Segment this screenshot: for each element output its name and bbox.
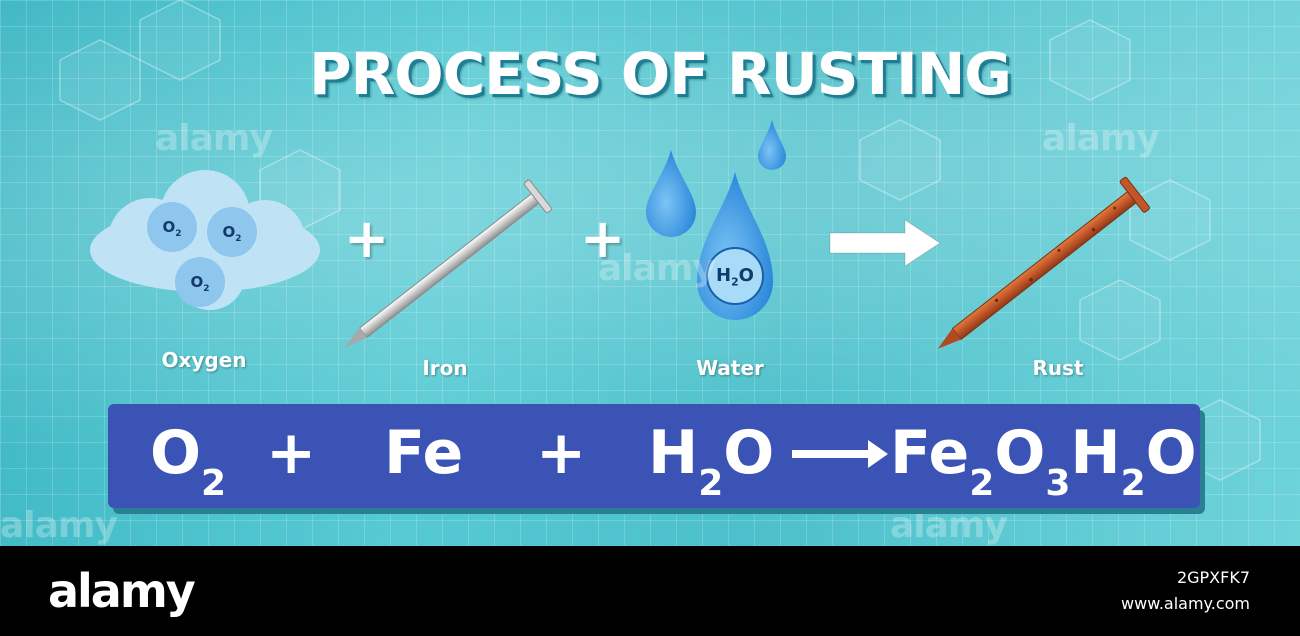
rust-label: Rust [1032,356,1084,380]
equation-rust-product: Fe2O3H2O [890,418,1197,504]
image-id: 2GPXFK7 [1176,568,1250,587]
iron-nail-icon [343,179,553,349]
watermark: alamy [598,248,716,289]
plus-sign: + [580,207,626,270]
diagram-title: PROCESS OF RUSTING [309,40,1012,108]
water-molecule-label: H2O [716,265,754,289]
site-url: www.alamy.com [1121,594,1250,613]
equation-arrow-icon [792,440,888,468]
equation-plus: + [536,418,587,488]
reaction-arrow-icon [829,219,941,267]
brand-logo: alamy [48,564,196,618]
equation-water: H2O [648,418,775,504]
watermark: alamy [155,118,273,159]
equation-oxygen: O2 [150,418,227,504]
water-label: Water [696,356,764,380]
watermark: alamy [0,505,118,546]
illustration-layer [59,0,1261,481]
rusty-nail-icon [937,176,1150,349]
iron-label: Iron [422,356,468,380]
diagram-canvas: alamy alamy alamy alamy alamy PROCESS OF… [0,0,1300,546]
equation-bar: O2 + Fe + H2O Fe2O3H2O [108,404,1200,508]
oxygen-molecule-label: O2 [222,223,242,244]
oxygen-molecule-label: O2 [190,273,210,294]
oxygen-label: Oxygen [161,348,247,372]
plus-sign: + [344,207,390,270]
oxygen-molecule-label: O2 [162,218,182,239]
equation-iron: Fe [384,418,464,488]
watermark: alamy [890,505,1008,546]
watermark: alamy [1042,118,1160,159]
oxygen-cloud-icon [90,170,320,310]
water-drops-icon [646,120,786,320]
equation-plus: + [266,418,317,488]
footer-bar: alamy 2GPXFK7 www.alamy.com [0,546,1300,636]
